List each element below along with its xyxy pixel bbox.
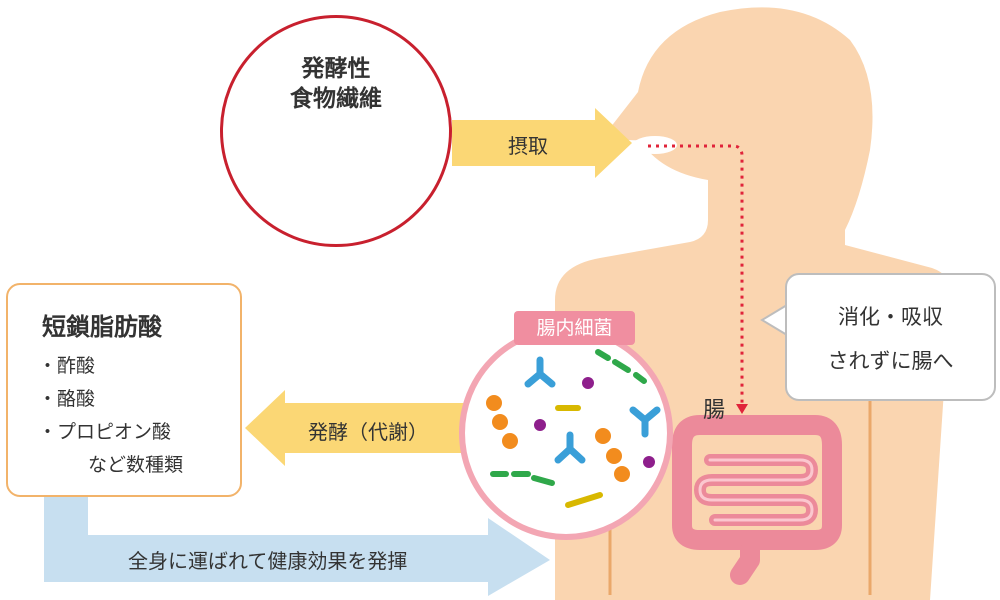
intestine-label: 腸	[703, 398, 726, 423]
speech-tail	[760, 304, 788, 336]
bacteria-label: 腸内細菌	[514, 311, 635, 345]
scfa-box: 短鎖脂肪酸 ・酢酸 ・酪酸 ・プロピオン酸 など数種類	[6, 283, 242, 497]
fiber-title: 発酵性 食物繊維	[223, 54, 449, 114]
scfa-item: ・プロピオン酸	[38, 421, 172, 443]
scfa-item: ・酪酸	[38, 388, 96, 410]
intake-arrow	[452, 108, 632, 178]
speech-line1: 消化・吸収	[838, 305, 943, 329]
transport-arrow	[44, 497, 550, 596]
mouth	[633, 136, 677, 154]
fermentation-label: 発酵（代謝）	[308, 420, 428, 444]
fiber-title-line1: 発酵性	[301, 56, 371, 82]
fermentation-arrow	[245, 390, 470, 466]
scfa-extra: など数種類	[88, 454, 184, 476]
intake-label: 摂取	[508, 134, 548, 158]
intestine-graphic	[672, 415, 842, 585]
speech-bubble: 消化・吸収 されずに腸へ	[785, 273, 996, 401]
bacteria-cluster	[486, 349, 661, 508]
arm-lines	[608, 400, 872, 595]
speech-line2: されずに腸へ	[827, 349, 954, 373]
scfa-item: ・酢酸	[38, 355, 96, 377]
fiber-title-line2: 食物繊維	[290, 86, 382, 112]
fiber-circle: 発酵性 食物繊維	[220, 15, 452, 247]
path-arrowhead	[736, 404, 748, 414]
transport-label: 全身に運ばれて健康効果を発揮	[128, 549, 408, 573]
scfa-title: 短鎖脂肪酸	[42, 313, 162, 341]
